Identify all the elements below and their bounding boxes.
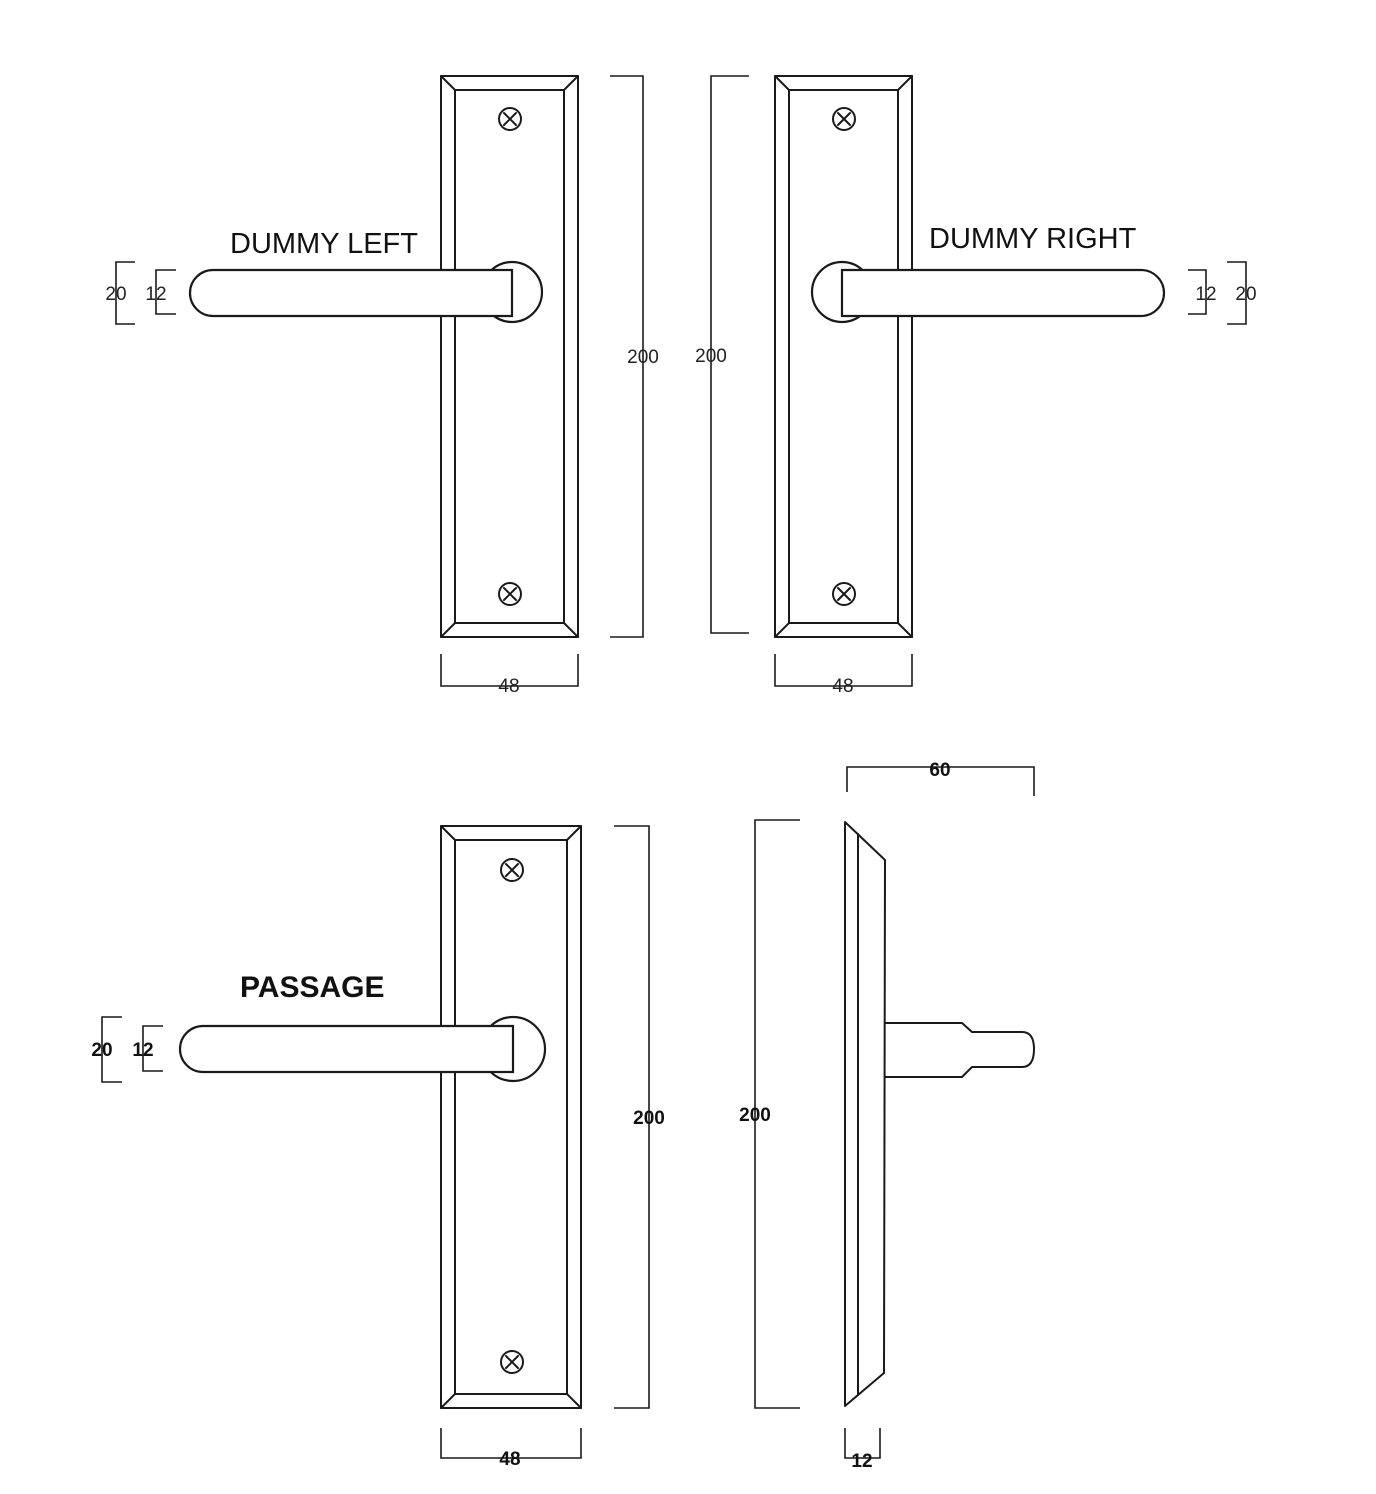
svg-text:200: 200 <box>695 346 727 367</box>
screw-icon <box>832 582 856 606</box>
svg-text:200: 200 <box>627 347 659 368</box>
side-profile-view: 200 60 12 <box>739 760 1035 1472</box>
svg-text:200: 200 <box>739 1105 771 1126</box>
screw-icon <box>500 858 524 882</box>
dummy-left-backplate <box>440 75 579 638</box>
dimension-lever-outer: 20 <box>91 1016 122 1083</box>
passage-view: PASSAGE 20 12 200 48 <box>91 825 665 1470</box>
svg-text:12: 12 <box>132 1040 153 1061</box>
side-backplate <box>844 821 886 1407</box>
passage-lever <box>178 1015 547 1083</box>
dimension-plate-width: 48 <box>440 1428 582 1470</box>
dimension-side-height: 200 <box>739 819 800 1409</box>
svg-text:20: 20 <box>91 1040 112 1061</box>
dimension-lever-outer: 20 <box>1227 261 1257 325</box>
passage-backplate <box>440 825 582 1409</box>
svg-text:200: 200 <box>633 1108 665 1129</box>
dimension-plate-height: 200 <box>610 75 659 638</box>
dimension-plate-width: 48 <box>774 654 913 697</box>
dimension-lever-inner: 12 <box>145 269 176 315</box>
screw-icon <box>498 582 522 606</box>
dummy-right-backplate <box>774 75 913 638</box>
svg-text:48: 48 <box>499 1449 520 1470</box>
dimension-lever-inner: 12 <box>1188 269 1217 315</box>
svg-text:12: 12 <box>145 284 166 305</box>
svg-text:48: 48 <box>498 676 519 697</box>
dimension-side-depth: 12 <box>844 1428 881 1472</box>
svg-text:20: 20 <box>105 284 126 305</box>
passage-label: PASSAGE <box>240 971 384 1004</box>
svg-text:60: 60 <box>929 760 950 781</box>
screw-icon <box>500 1350 524 1374</box>
svg-text:48: 48 <box>832 676 853 697</box>
dimension-side-projection: 60 <box>846 760 1035 796</box>
svg-text:12: 12 <box>1195 284 1216 305</box>
screw-icon <box>832 107 856 131</box>
svg-text:12: 12 <box>851 1451 872 1472</box>
dummy-left-view: DUMMY LEFT 20 12 200 48 <box>105 75 659 697</box>
dimension-lever-outer: 20 <box>105 261 135 325</box>
side-lever-spindle <box>884 1022 1035 1078</box>
dummy-right-label: DUMMY RIGHT <box>929 223 1137 255</box>
dummy-right-view: DUMMY RIGHT 12 20 200 48 <box>695 75 1257 697</box>
svg-text:20: 20 <box>1235 284 1256 305</box>
dimension-plate-width: 48 <box>440 654 579 697</box>
dimension-plate-height: 200 <box>614 825 665 1409</box>
screw-icon <box>498 107 522 131</box>
dummy-left-lever <box>188 260 544 324</box>
dummy-right-lever <box>810 260 1166 324</box>
dimension-lever-inner: 12 <box>132 1025 163 1072</box>
dimension-plate-height: 200 <box>695 75 749 634</box>
dummy-left-label: DUMMY LEFT <box>230 228 418 260</box>
